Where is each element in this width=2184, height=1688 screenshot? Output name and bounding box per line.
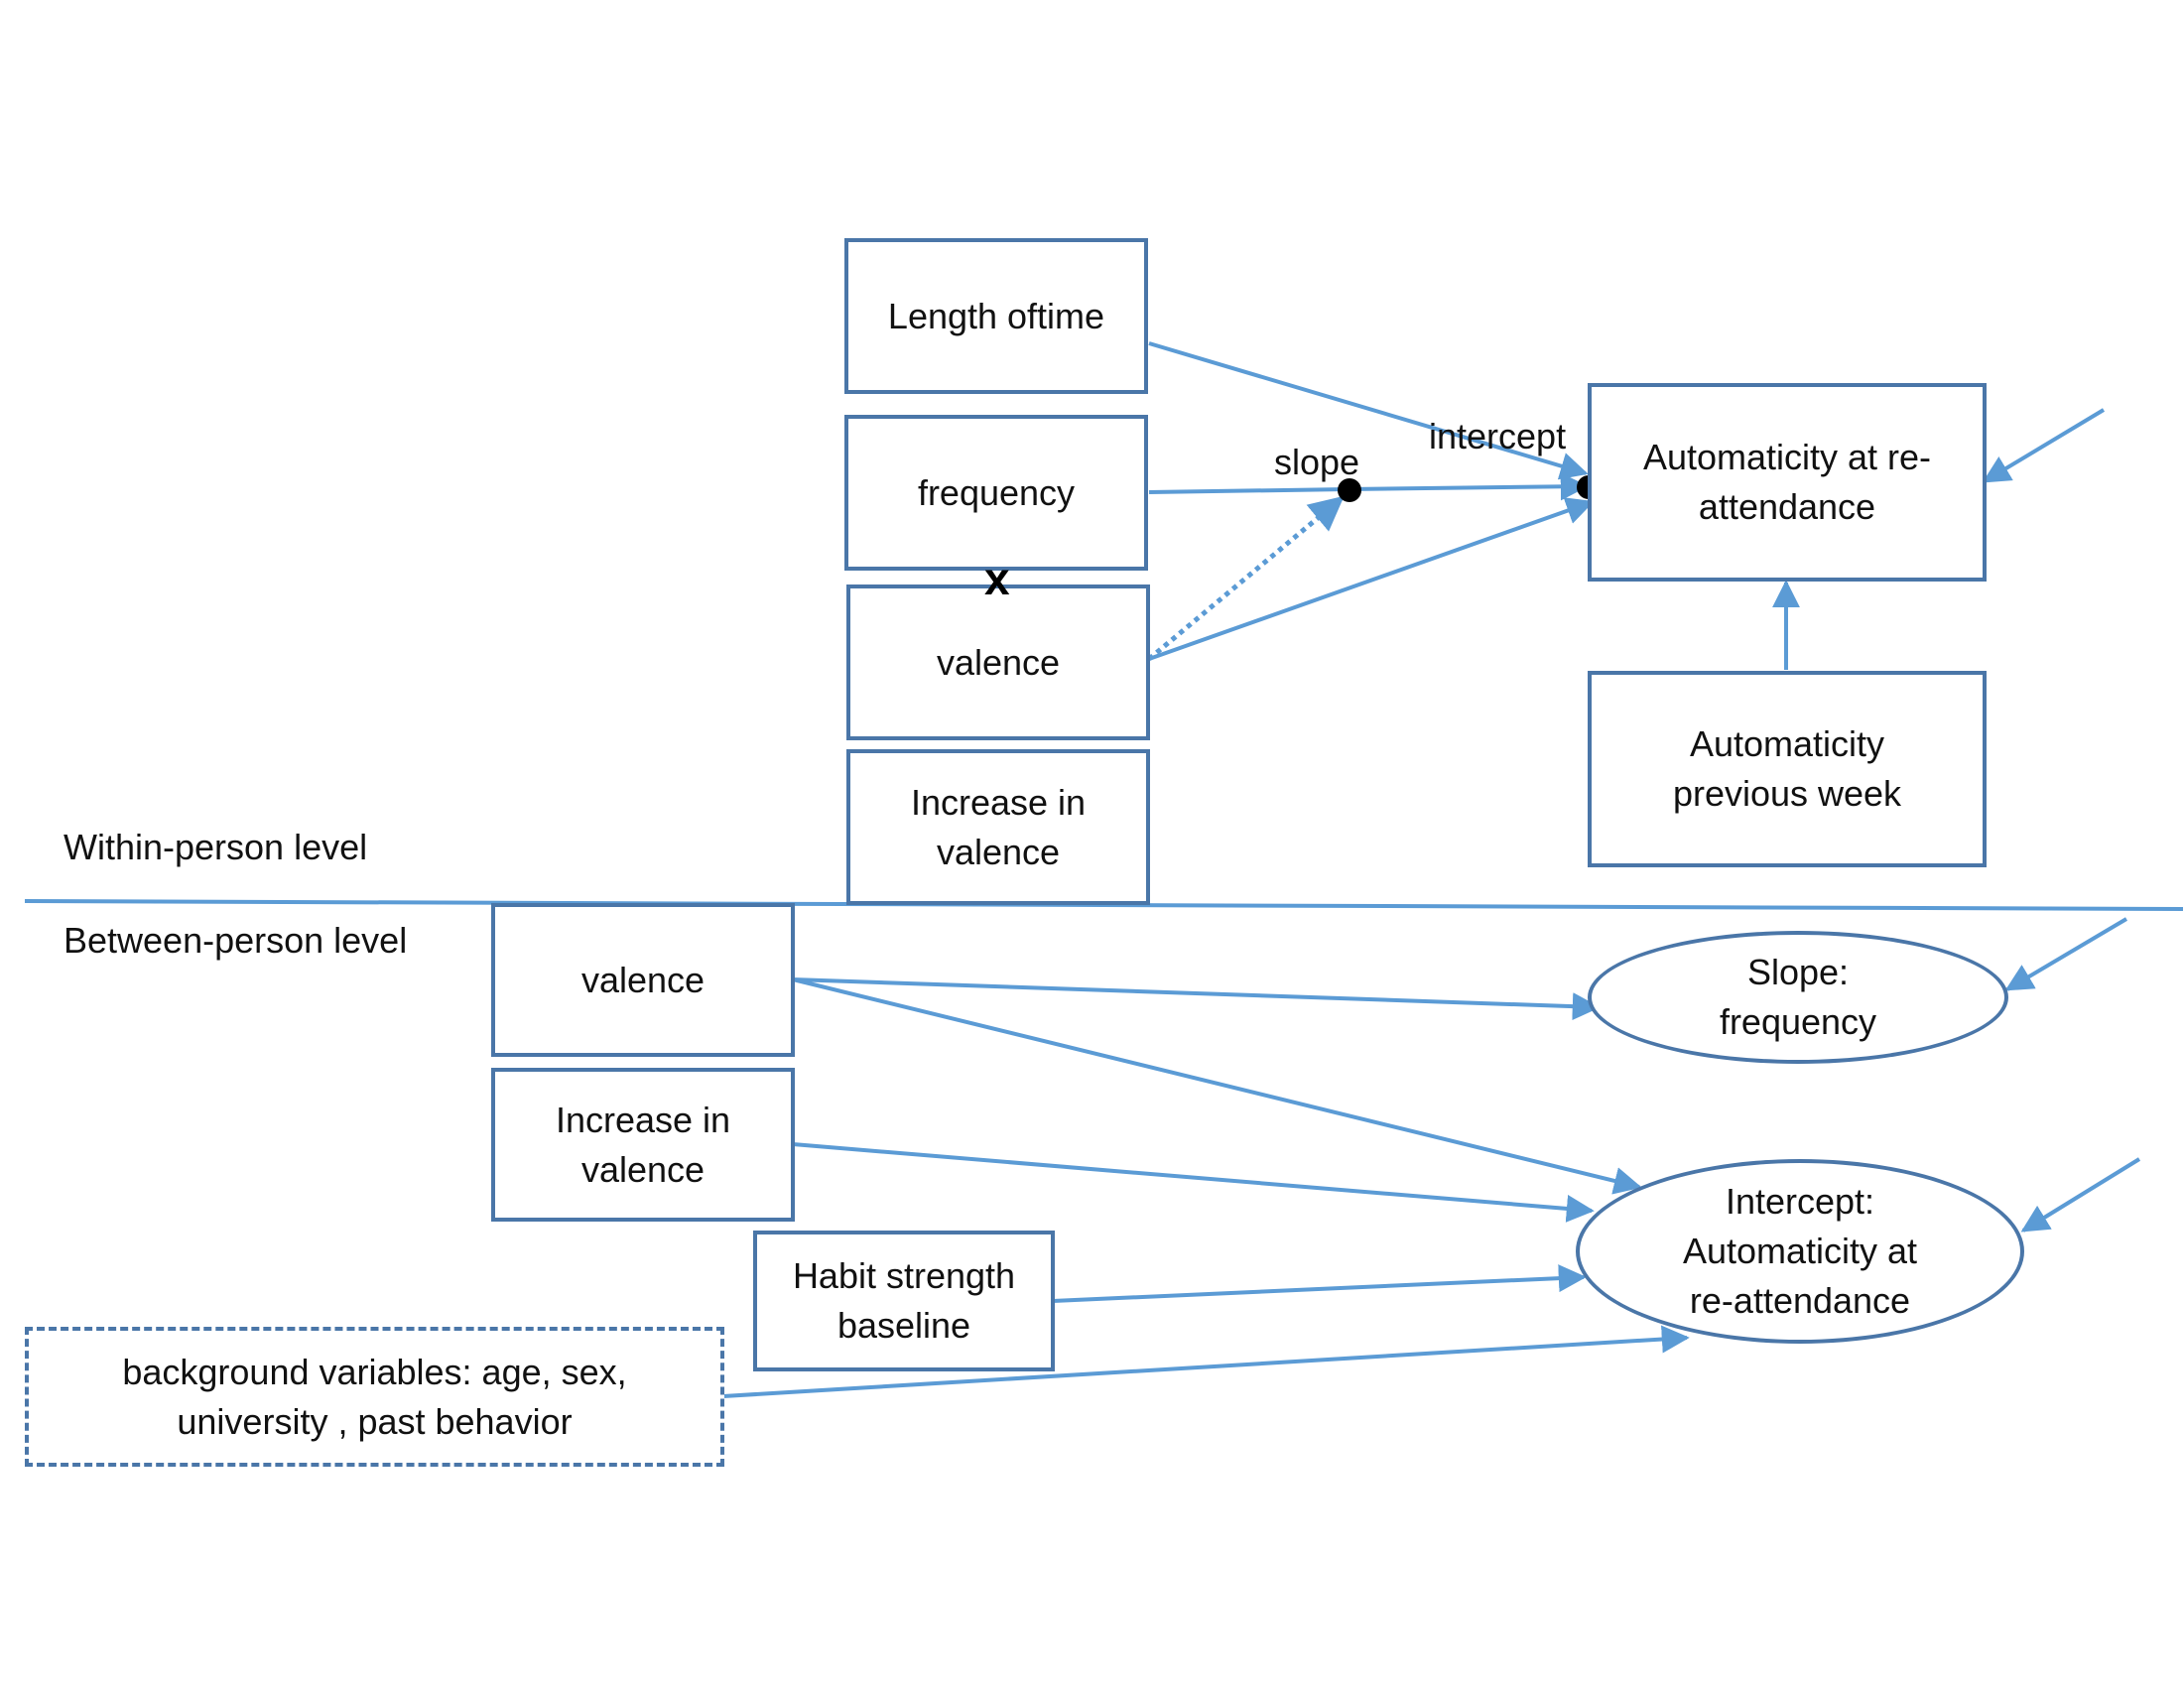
intercept-automaticity-label: Intercept: Automaticity at re-attendance bbox=[1682, 1181, 1918, 1321]
length-of-time-box: Length oftime bbox=[844, 238, 1148, 394]
background-variables-label: background variables: age, sex, universi… bbox=[122, 1351, 627, 1442]
length-of-time-label: Length oftime bbox=[887, 295, 1105, 336]
slope-path-label: slope bbox=[1274, 442, 1360, 482]
residual-arrow-slope bbox=[2004, 917, 2128, 991]
residual-arrow-outcome bbox=[1982, 408, 2106, 483]
arrow-b-valence-to-slope bbox=[792, 977, 1601, 1021]
arrow-frequency-to-slope-dot bbox=[1148, 487, 1349, 494]
automaticity-outcome-label: Automaticity at re- attendance bbox=[1642, 437, 1932, 527]
arrow-b-valence-to-intercept bbox=[792, 977, 1642, 1195]
valence-box: valence bbox=[846, 584, 1150, 740]
slope-junction-dot bbox=[1338, 478, 1361, 502]
automaticity-previous-week-box: Automaticity previous week bbox=[1588, 671, 1987, 867]
frequency-box: frequency bbox=[844, 415, 1148, 571]
between-increase-in-valence-label: Increase in valence bbox=[555, 1099, 731, 1190]
between-valence-label: valence bbox=[580, 959, 706, 1000]
slope-frequency-label: Slope: frequency bbox=[1719, 952, 1877, 1042]
residual-arrow-intercept bbox=[2020, 1157, 2141, 1233]
arrow-slope-dot-to-intercept-dot bbox=[1347, 472, 1589, 501]
arrow-b-increase-to-intercept bbox=[792, 1142, 1595, 1223]
interaction-symbol: x bbox=[984, 553, 1010, 604]
level-divider-line bbox=[24, 899, 2184, 911]
automaticity-previous-week-label: Automaticity previous week bbox=[1672, 723, 1902, 814]
habit-strength-baseline-label: Habit strength baseline bbox=[792, 1255, 1016, 1346]
arrow-valence-moderates-slope bbox=[1147, 495, 1345, 661]
between-valence-box: valence bbox=[491, 903, 795, 1057]
arrow-habit-to-intercept bbox=[1052, 1264, 1587, 1303]
frequency-label: frequency bbox=[917, 471, 1076, 513]
intercept-path-label: intercept bbox=[1429, 416, 1567, 456]
habit-strength-baseline-box: Habit strength baseline bbox=[753, 1231, 1055, 1371]
valence-label: valence bbox=[936, 641, 1061, 683]
between-increase-in-valence-box: Increase in valence bbox=[491, 1068, 795, 1222]
increase-in-valence-label: Increase in valence bbox=[910, 781, 1087, 872]
within-person-level-label: Within-person level bbox=[64, 827, 368, 867]
increase-in-valence-box: Increase in valence bbox=[846, 749, 1150, 905]
arrow-length-to-outcome bbox=[1148, 341, 1589, 480]
slope-frequency-ellipse: Slope: frequency bbox=[1588, 931, 2008, 1064]
arrow-valence-to-outcome bbox=[1148, 497, 1595, 661]
between-person-level-label: Between-person level bbox=[64, 920, 408, 961]
automaticity-outcome-box: Automaticity at re- attendance bbox=[1588, 383, 1987, 582]
arrow-background-to-intercept bbox=[722, 1325, 1690, 1398]
background-variables-box: background variables: age, sex, universi… bbox=[25, 1327, 724, 1467]
intercept-automaticity-ellipse: Intercept: Automaticity at re-attendance bbox=[1576, 1159, 2024, 1344]
